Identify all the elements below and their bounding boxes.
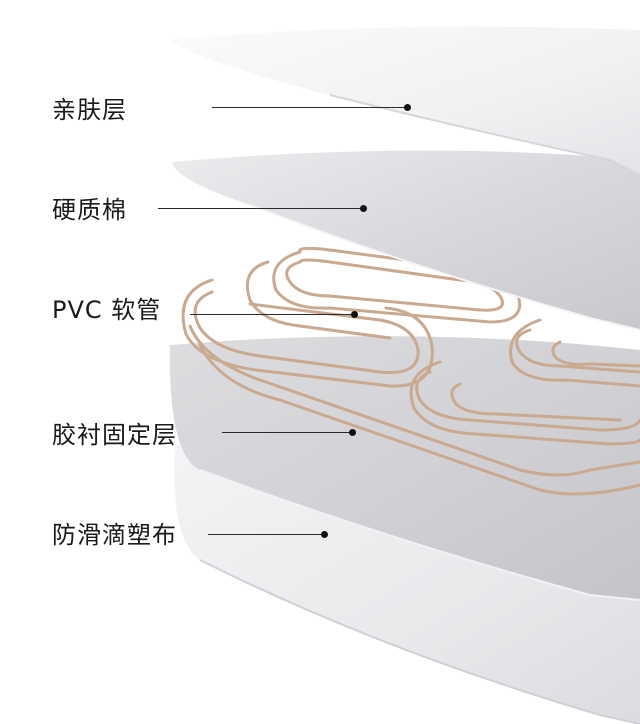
leader-dot-pvc-tube <box>351 311 358 318</box>
hard-cotton-edge <box>249 204 640 331</box>
leader-dot-hard-cotton <box>360 205 367 212</box>
pvc-tube-coil <box>181 246 640 496</box>
label-skin-friendly-layer: 亲肤层 <box>52 96 127 124</box>
leader-line-pvc-tube <box>190 314 355 315</box>
leader-line-skin-friendly <box>212 107 408 108</box>
leader-line-hard-cotton <box>158 208 363 209</box>
adhesive-layer-edge <box>199 469 640 601</box>
leader-dot-skin-friendly <box>404 104 411 111</box>
label-hard-cotton: 硬质棉 <box>52 196 127 224</box>
anti-slip-fabric-edge <box>199 559 640 724</box>
leader-dot-anti-slip <box>321 531 328 538</box>
label-pvc-tube: PVC 软管 <box>52 296 162 324</box>
hard-cotton-sheet <box>172 150 640 330</box>
skin-friendly-sheet <box>170 26 640 175</box>
label-anti-slip-fabric: 防滑滴塑布 <box>52 521 177 549</box>
skin-friendly-edge <box>329 94 640 176</box>
label-adhesive-fixing-layer: 胶衬固定层 <box>52 421 177 449</box>
leader-line-anti-slip <box>208 534 325 535</box>
leader-dot-adhesive <box>349 429 356 436</box>
leader-line-adhesive <box>222 432 352 433</box>
